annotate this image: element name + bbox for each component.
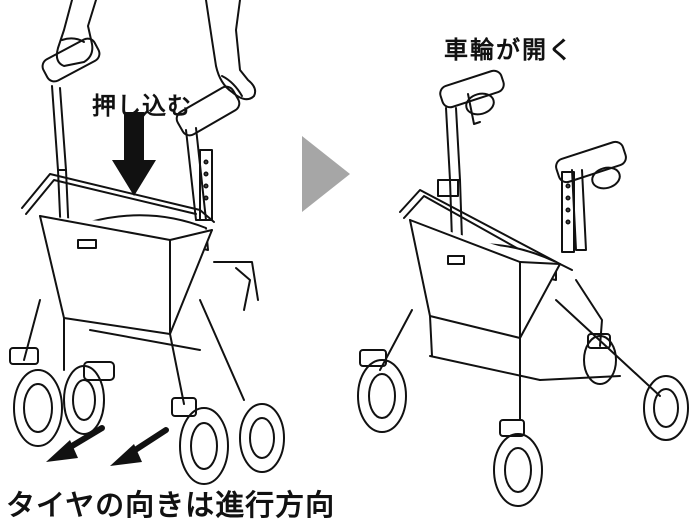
left-handle-grip bbox=[41, 37, 101, 83]
open-right-handle-grip bbox=[555, 140, 627, 184]
down-arrow-icon bbox=[112, 112, 156, 196]
right-chevron-icon bbox=[302, 136, 350, 212]
wheel-rear-left bbox=[63, 365, 105, 435]
open-left-handle-grip bbox=[439, 69, 505, 109]
open-wheel-front-left bbox=[357, 359, 407, 433]
right-handle-grip bbox=[175, 85, 241, 137]
wheels-open-label: 車輪が開く bbox=[444, 36, 574, 64]
open-wheel-front-right bbox=[493, 433, 543, 507]
push-in-label: 押し込む bbox=[92, 92, 192, 120]
tire-direction-caption: タイヤの向きは進行方向 bbox=[6, 488, 336, 522]
right-hand-illustration bbox=[205, 0, 257, 101]
walker-opened-illustration bbox=[357, 69, 689, 507]
open-wheel-rear-right bbox=[643, 375, 689, 441]
open-basket bbox=[409, 219, 561, 339]
diagonal-arrow-icon bbox=[46, 425, 169, 466]
left-hand-illustration bbox=[55, 0, 97, 67]
basket bbox=[39, 215, 213, 335]
wheel-rear-right bbox=[239, 403, 285, 473]
wheel-front-left bbox=[13, 369, 63, 447]
open-wheel-rear-left bbox=[583, 335, 617, 385]
wheel-front-right bbox=[179, 407, 229, 485]
